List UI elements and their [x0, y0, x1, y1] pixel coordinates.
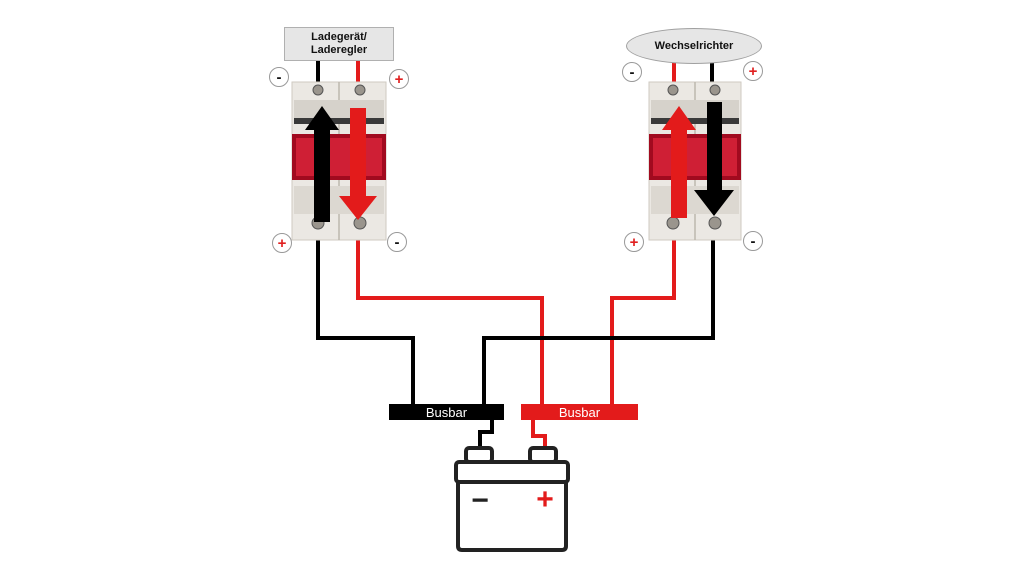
wire-battery-negative	[478, 420, 494, 450]
wire-right-positive	[610, 238, 676, 406]
battery-plus-symbol: +	[536, 483, 554, 516]
arrow-up-icon	[662, 106, 696, 218]
arrow-up-icon	[305, 106, 339, 222]
charger-label-box: Ladegerät/ Laderegler	[284, 27, 394, 61]
battery-minus-symbol: −	[471, 484, 489, 517]
inverter-label: Wechselrichter	[626, 28, 762, 64]
left-bottom-plus-sign: +	[272, 233, 292, 253]
left-bottom-minus-sign: -	[387, 232, 407, 252]
negative-busbar: Busbar	[389, 404, 504, 420]
right-bottom-plus-sign: +	[624, 232, 644, 252]
circuit-breaker-icon	[291, 81, 387, 241]
circuit-breaker-icon	[648, 81, 742, 241]
charger-label-line2: Laderegler	[310, 44, 368, 56]
positive-busbar: Busbar	[521, 404, 638, 420]
arrow-down-icon	[339, 108, 377, 220]
right-top-plus-sign: +	[743, 61, 763, 81]
charger-label-line1: Ladegerät/	[311, 31, 367, 43]
right-bottom-minus-sign: -	[743, 231, 763, 251]
wire-left-positive	[356, 238, 544, 406]
left-top-plus-sign: +	[389, 69, 409, 89]
wire-right-negative	[482, 238, 715, 406]
battery-icon	[454, 446, 570, 552]
wire-left-negative	[316, 238, 415, 406]
left-top-minus-sign: -	[269, 67, 289, 87]
wires	[316, 58, 715, 450]
positive-busbar-label: Busbar	[558, 404, 601, 420]
wire-battery-positive	[531, 420, 547, 450]
inverter-label-text: Wechselrichter	[654, 40, 734, 52]
arrow-down-icon	[694, 102, 734, 216]
right-top-minus-sign: -	[622, 62, 642, 82]
negative-busbar-label: Busbar	[425, 404, 468, 420]
